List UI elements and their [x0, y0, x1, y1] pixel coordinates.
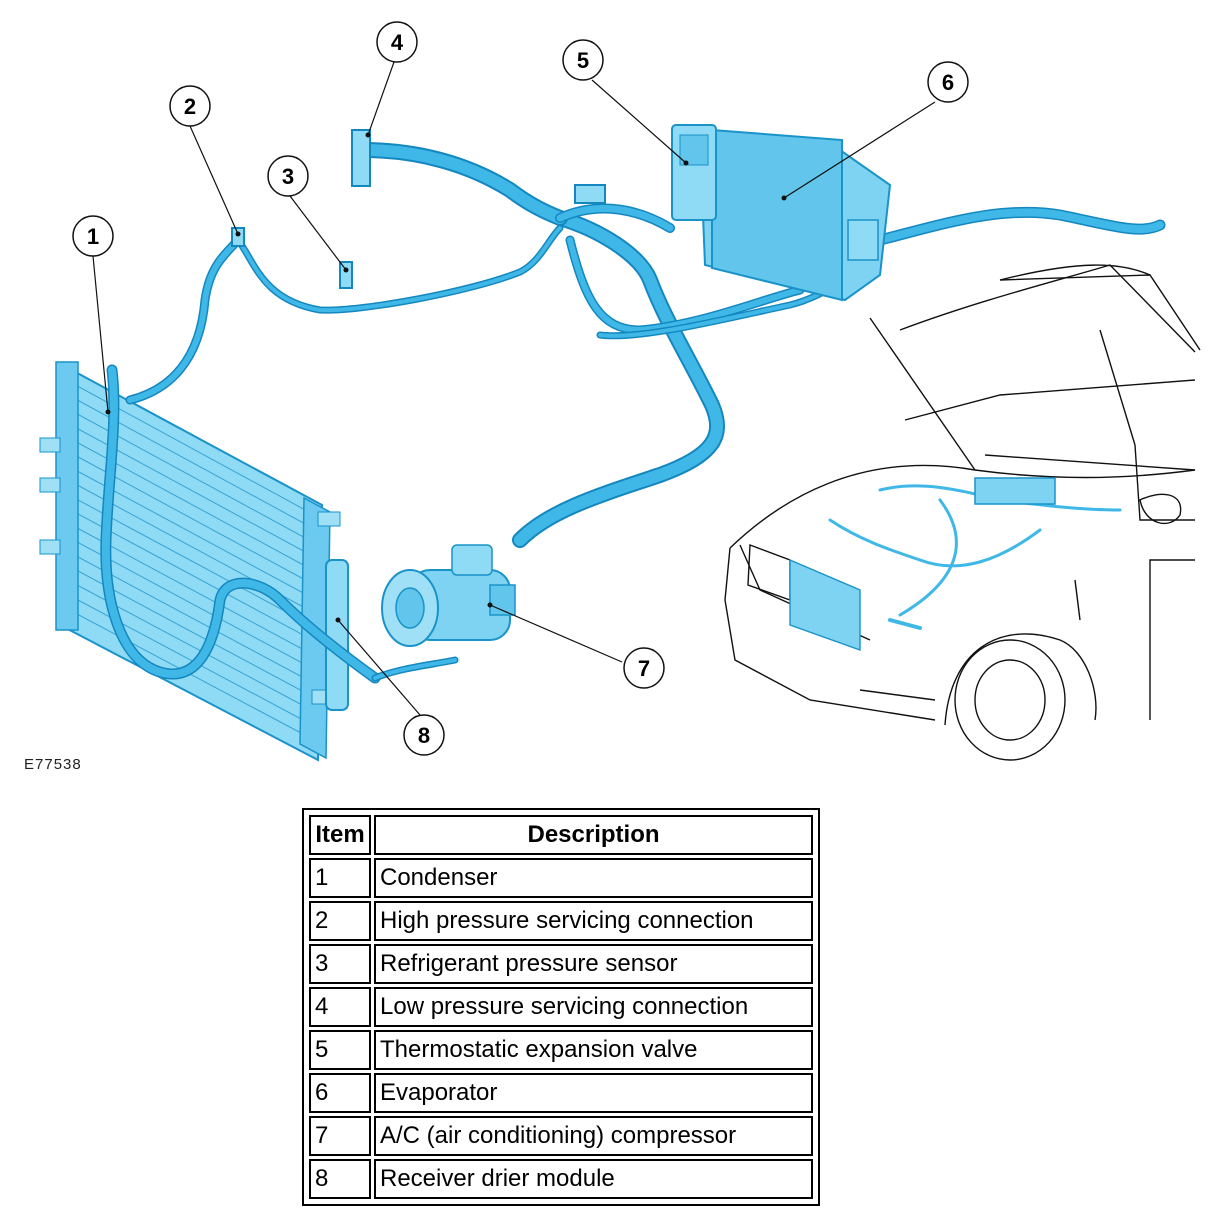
- callout-6-label: 6: [942, 70, 954, 95]
- callout-2-label: 2: [184, 94, 196, 119]
- legend-item-description: Receiver drier module: [374, 1159, 813, 1199]
- legend-table: Item Description 1 Condenser 2 High pres…: [306, 812, 816, 1202]
- callout-4-label: 4: [391, 30, 404, 55]
- callout-2: 2: [169, 85, 211, 127]
- legend-item-number: 3: [309, 944, 371, 984]
- legend-item-number: 1: [309, 858, 371, 898]
- callout-1: 1: [72, 215, 114, 257]
- legend-item-description: A/C (air conditioning) compressor: [374, 1116, 813, 1156]
- legend-item-number: 4: [309, 987, 371, 1027]
- legend-item-description: Condenser: [374, 858, 813, 898]
- ac-system-diagram: 1 2 3 4 5 6 7 8: [39, 21, 1201, 762]
- legend-row: 7 A/C (air conditioning) compressor: [309, 1116, 813, 1156]
- legend-item-description: Low pressure servicing connection: [374, 987, 813, 1027]
- callout-4: 4: [376, 21, 418, 63]
- legend-row: 8 Receiver drier module: [309, 1159, 813, 1199]
- legend-item-description: Refrigerant pressure sensor: [374, 944, 813, 984]
- legend-row: 3 Refrigerant pressure sensor: [309, 944, 813, 984]
- high-pressure-port: [231, 227, 245, 247]
- legend-item-number: 2: [309, 901, 371, 941]
- evaporator: [698, 128, 892, 302]
- callout-7: 7: [623, 647, 665, 689]
- legend-header-description: Description: [374, 815, 813, 855]
- legend-row: 5 Thermostatic expansion valve: [309, 1030, 813, 1070]
- legend-item-number: 8: [309, 1159, 371, 1199]
- condenser: [39, 361, 341, 762]
- legend-row: 6 Evaporator: [309, 1073, 813, 1113]
- callout-8: 8: [403, 714, 445, 756]
- legend-header-item: Item: [309, 815, 371, 855]
- callout-leader-dots: [105, 132, 787, 623]
- callout-leaders: [92, 61, 936, 716]
- callout-1-label: 1: [87, 224, 99, 249]
- callout-5-label: 5: [577, 48, 589, 73]
- legend-row: 1 Condenser: [309, 858, 813, 898]
- vehicle-ac-system: [828, 477, 1122, 630]
- refrigerant-pipes: [100, 142, 1166, 684]
- pressure-sensor-body: [339, 261, 353, 289]
- thermostatic-expansion-valve: [671, 124, 717, 221]
- callout-5: 5: [562, 39, 604, 81]
- service-ports: [231, 129, 606, 289]
- ac-compressor: [381, 544, 516, 647]
- vehicle-outline: [724, 264, 1201, 761]
- callout-6: 6: [927, 61, 969, 103]
- legend-item-number: 6: [309, 1073, 371, 1113]
- callout-3-label: 3: [282, 164, 294, 189]
- legend-header-row: Item Description: [309, 815, 813, 855]
- callout-7-label: 7: [638, 656, 650, 681]
- receiver-drier-module: [325, 559, 349, 711]
- legend-item-number: 5: [309, 1030, 371, 1070]
- legend-item-description: High pressure servicing connection: [374, 901, 813, 941]
- legend-row: 4 Low pressure servicing connection: [309, 987, 813, 1027]
- legend-row: 2 High pressure servicing connection: [309, 901, 813, 941]
- legend-item-description: Thermostatic expansion valve: [374, 1030, 813, 1070]
- figure-id: E77538: [24, 756, 82, 773]
- callout-3: 3: [267, 155, 309, 197]
- callout-8-label: 8: [418, 723, 430, 748]
- legend-table-frame: Item Description 1 Condenser 2 High pres…: [302, 808, 820, 1206]
- low-pressure-port: [351, 129, 371, 187]
- legend-item-number: 7: [309, 1116, 371, 1156]
- legend-item-description: Evaporator: [374, 1073, 813, 1113]
